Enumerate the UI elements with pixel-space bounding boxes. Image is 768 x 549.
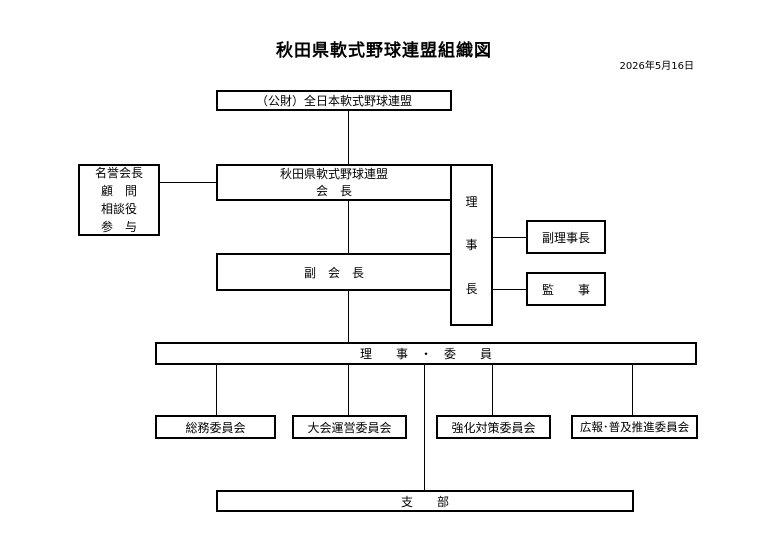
president-box: 秋田県軟式野球連盟 会 長	[216, 164, 452, 201]
chairman-char-1: 理	[465, 195, 478, 210]
committee-box-pr: 広報･普及推進委員会	[571, 415, 698, 439]
advisors-box: 名誉会長 顧 問 相談役 参 与	[78, 164, 160, 236]
vice-president-label: 副 会 長	[303, 265, 364, 280]
connector-board-committee-3	[492, 364, 493, 416]
connector-chairman-auditor	[492, 289, 527, 290]
vice-chairman-box: 副理事長	[526, 220, 606, 254]
national-federation-box: （公財）全日本軟式野球連盟	[216, 90, 452, 111]
connector-chairman-vicechairman	[492, 237, 527, 238]
connector-board-committee-1	[216, 364, 217, 416]
chart-title: 秋田県軟式野球連盟組織図	[276, 41, 492, 61]
committee-label-general-affairs: 総務委員会	[185, 420, 246, 435]
advisor-councillor: 参 与	[100, 220, 137, 234]
committee-box-tournament: 大会運営委員会	[292, 415, 407, 439]
advisor-counselor: 顧 問	[100, 184, 137, 198]
vice-president-box: 副 会 長	[216, 253, 452, 291]
branches-box: 支 部	[216, 490, 634, 512]
connector-president-vice	[348, 200, 349, 254]
connector-board-committee-2	[348, 364, 349, 416]
committee-box-general-affairs: 総務委員会	[155, 415, 276, 439]
committee-box-strengthening: 強化対策委員会	[436, 415, 551, 439]
connector-board-branches	[424, 364, 425, 491]
vice-chairman-label: 副理事長	[541, 230, 590, 245]
chairman-box: 理 事 長	[450, 164, 493, 326]
president-title-label: 会 長	[315, 183, 352, 198]
auditor-box: 監 事	[526, 272, 606, 306]
board-box: 理 事 ・ 委 員	[155, 342, 697, 365]
chairman-char-2: 事	[465, 238, 478, 253]
connector-board-committee-4	[632, 364, 633, 416]
branches-label: 支 部	[400, 494, 449, 509]
committee-label-pr: 広報･普及推進委員会	[579, 420, 690, 434]
chart-date: 2026年5月16日	[619, 61, 694, 72]
connector-national-president	[348, 110, 349, 166]
president-org-label: 秋田県軟式野球連盟	[279, 166, 388, 181]
connector-vice-board	[348, 290, 349, 343]
board-label: 理 事 ・ 委 員	[359, 347, 492, 361]
connector-advisors-president	[158, 182, 216, 183]
chairman-char-3: 長	[465, 281, 478, 296]
committee-label-tournament: 大会運営委員会	[307, 420, 392, 435]
national-federation-label: （公財）全日本軟式野球連盟	[255, 94, 412, 108]
committee-label-strengthening: 強化対策委員会	[451, 420, 536, 435]
auditor-label: 監 事	[541, 282, 590, 297]
advisor-honorary-president: 名誉会長	[94, 166, 143, 180]
advisor-consultant: 相談役	[100, 202, 137, 216]
